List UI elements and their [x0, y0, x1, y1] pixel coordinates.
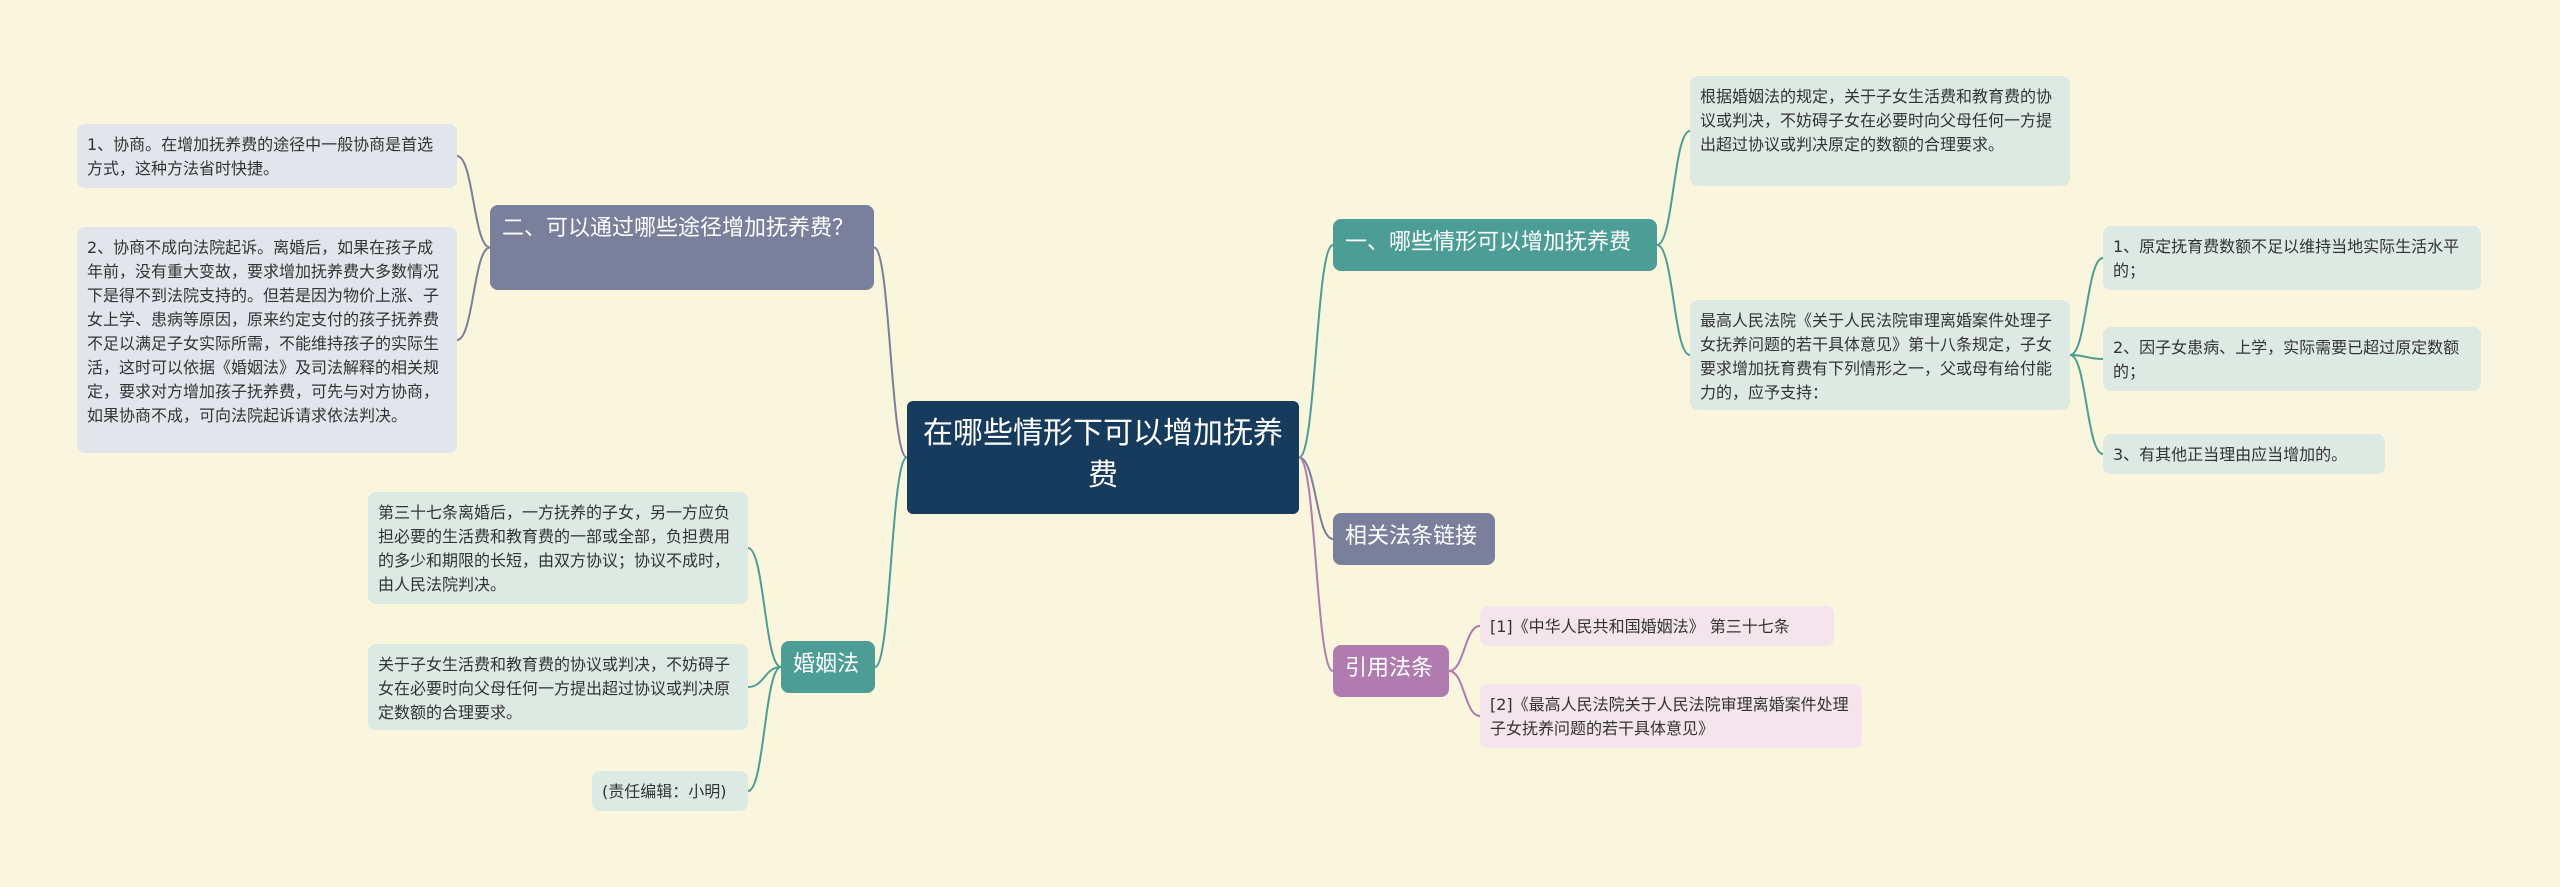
leaf-cited-law-1[interactable]: [1]《中华人民共和国婚姻法》 第三十七条	[1480, 606, 1834, 646]
edge-ways-to-lawsuit	[456, 246, 491, 341]
edge-root-to-related-links	[1298, 456, 1334, 540]
edge-ways-to-negotiation	[456, 155, 491, 249]
leaf-marriage-law-rule[interactable]: 根据婚姻法的规定，关于子女生活费和教育费的协议或判决，不妨碍子女在必要时向父母任…	[1690, 76, 2070, 186]
edge-opinion-to-situation-2	[2069, 354, 2104, 360]
leaf-cited-law-2[interactable]: [2]《最高人民法院关于人民法院审理离婚案件处理子女抚养问题的若干具体意见》	[1480, 684, 1862, 748]
branch-ways-to-increase[interactable]: 二、可以通过哪些途径增加抚养费？	[490, 205, 874, 290]
edge-root-to-cited-laws	[1298, 456, 1334, 672]
edge-law-to-article-37	[747, 547, 782, 668]
leaf-court-lawsuit[interactable]: 2、协商不成向法院起诉。离婚后，如果在孩子成年前，没有重大变故，要求增加抚养费大…	[77, 227, 457, 453]
edge-cited-to-law-1	[1448, 625, 1481, 672]
edge-root-to-marriage-law	[874, 456, 908, 668]
branch-cited-laws[interactable]: 引用法条	[1333, 645, 1449, 697]
branch-increase-situations[interactable]: 一、哪些情形可以增加抚养费	[1333, 219, 1657, 271]
edge-root-to-increase-situations	[1298, 244, 1334, 459]
leaf-negotiation[interactable]: 1、协商。在增加抚养费的途径中一般协商是首选方式，这种方法省时快捷。	[77, 124, 457, 188]
leaf-reasonable-request[interactable]: 关于子女生活费和教育费的协议或判决，不妨碍子女在必要时向父母任何一方提出超过协议…	[368, 644, 748, 730]
edge-situations-to-opinion	[1656, 244, 1691, 356]
edge-opinion-to-situation-1	[2069, 257, 2104, 356]
edge-law-to-editor	[747, 666, 782, 792]
leaf-supreme-court-opinion[interactable]: 最高人民法院《关于人民法院审理离婚案件处理子女抚养问题的若干具体意见》第十八条规…	[1690, 300, 2070, 410]
leaf-situation-2[interactable]: 2、因子女患病、上学，实际需要已超过原定数额的；	[2103, 327, 2481, 391]
edge-root-to-ways	[873, 246, 908, 459]
leaf-article-37[interactable]: 第三十七条离婚后，一方抚养的子女，另一方应负担必要的生活费和教育费的一部或全部，…	[368, 492, 748, 604]
leaf-situation-3[interactable]: 3、有其他正当理由应当增加的。	[2103, 434, 2385, 474]
edge-law-to-request	[747, 666, 782, 688]
edge-situations-to-rule	[1656, 130, 1691, 246]
leaf-situation-1[interactable]: 1、原定抚育费数额不足以维持当地实际生活水平的；	[2103, 226, 2481, 290]
root-topic[interactable]: 在哪些情形下可以增加抚养费	[907, 401, 1299, 514]
leaf-editor[interactable]: (责任编辑：小明)	[592, 771, 748, 811]
branch-related-law-links[interactable]: 相关法条链接	[1333, 513, 1495, 565]
edge-opinion-to-situation-3	[2069, 354, 2104, 455]
edge-cited-to-law-2	[1448, 670, 1481, 717]
branch-marriage-law[interactable]: 婚姻法	[781, 641, 875, 693]
